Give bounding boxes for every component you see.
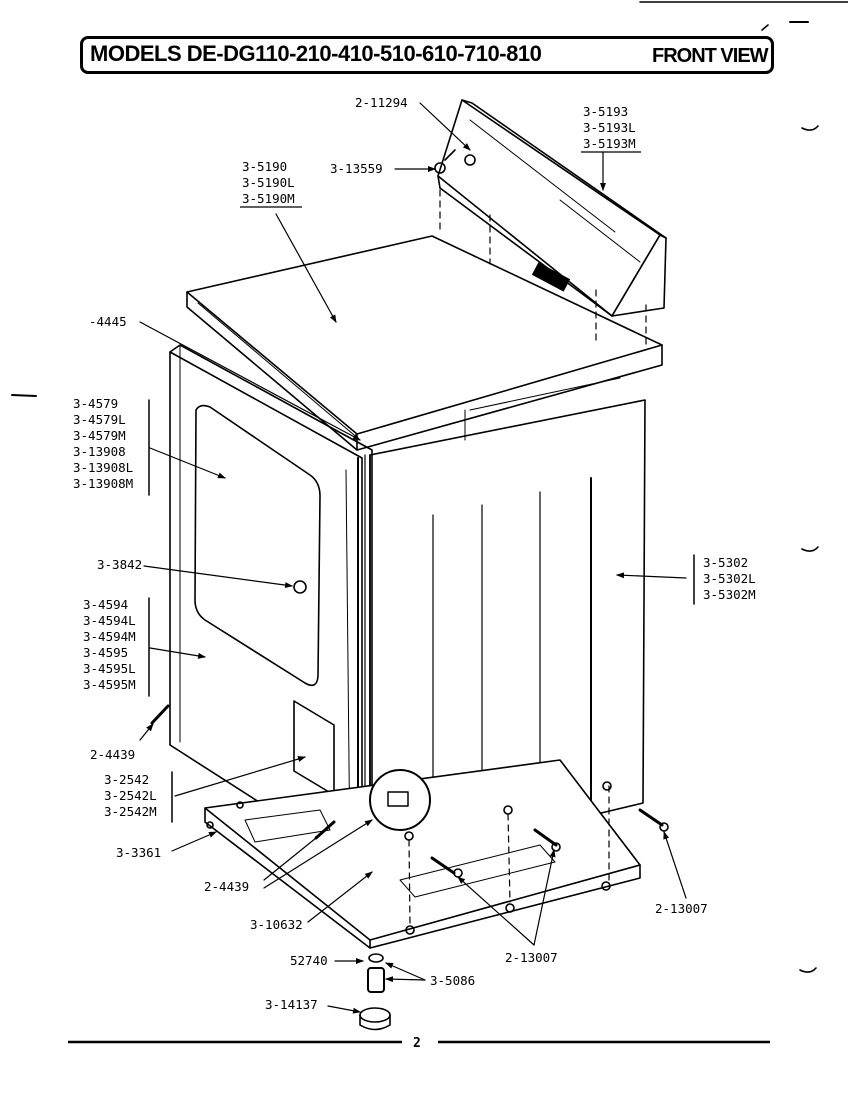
label-52740: 52740 <box>290 953 328 968</box>
control-console <box>437 99 667 317</box>
label-console-1: 3-5193 <box>583 104 628 119</box>
label-front-6: 3-4595M <box>83 677 136 692</box>
label-cabinet-1: 3-5302 <box>703 555 748 570</box>
label-door-6: 3-13908M <box>73 476 133 491</box>
label-door-1: 3-4579 <box>73 396 118 411</box>
label-top-1: 3-5190 <box>242 159 287 174</box>
label-cabinet-3: 3-5302M <box>703 587 756 602</box>
label-3-10632: 3-10632 <box>250 917 303 932</box>
models-title: MODELS DE-DG110-210-410-510-610-710-810 <box>90 41 542 66</box>
label-knob: 3-3842 <box>97 557 142 572</box>
label-cabinet-2: 3-5302L <box>703 571 756 586</box>
leader-lines <box>139 102 687 1014</box>
label-3-5086: 3-5086 <box>430 973 475 988</box>
header-frame <box>80 36 774 74</box>
label-console-2: 3-5193L <box>583 120 636 135</box>
label-door-2: 3-4579L <box>73 412 126 427</box>
label-2-13007-right: 2-13007 <box>655 901 708 916</box>
label-2-4439-bottom: 2-4439 <box>204 879 249 894</box>
label-door-4: 3-13908 <box>73 444 126 459</box>
label-top-3: 3-5190M <box>242 191 295 206</box>
label-2-4439-top: 2-4439 <box>90 747 135 762</box>
label-front-5: 3-4595L <box>83 661 136 676</box>
label-front-3: 3-4594M <box>83 629 136 644</box>
label-front-4: 3-4595 <box>83 645 128 660</box>
label-front-1: 3-4594 <box>83 597 128 612</box>
view-title: FRONT VIEW <box>652 45 769 67</box>
label-kick-2: 3-2542L <box>104 788 157 803</box>
label-door-5: 3-13908L <box>73 460 133 475</box>
mounting-guides <box>408 189 647 926</box>
label-3-14137: 3-14137 <box>265 997 318 1012</box>
label-3-3361: 3-3361 <box>116 845 161 860</box>
label-4445: -4445 <box>89 314 127 329</box>
label-front-2: 3-4594L <box>83 613 136 628</box>
label-door-3: 3-4579M <box>73 428 126 443</box>
label-kick-3: 3-2542M <box>104 804 157 819</box>
label-kick-1: 3-2542 <box>104 772 149 787</box>
lint-access-cover <box>369 769 431 831</box>
label-2-13007-center: 2-13007 <box>505 950 558 965</box>
door-knob <box>293 580 307 594</box>
label-3-13559: 3-13559 <box>330 161 383 176</box>
front-panel <box>169 344 373 869</box>
base <box>204 759 641 949</box>
page-number: 2 <box>413 1036 421 1051</box>
top-panel <box>186 235 663 451</box>
label-top-2: 3-5190L <box>242 175 295 190</box>
label-2-11294: 2-11294 <box>355 95 408 110</box>
label-console-3: 3-5193M <box>583 136 636 151</box>
door-window <box>194 404 321 687</box>
